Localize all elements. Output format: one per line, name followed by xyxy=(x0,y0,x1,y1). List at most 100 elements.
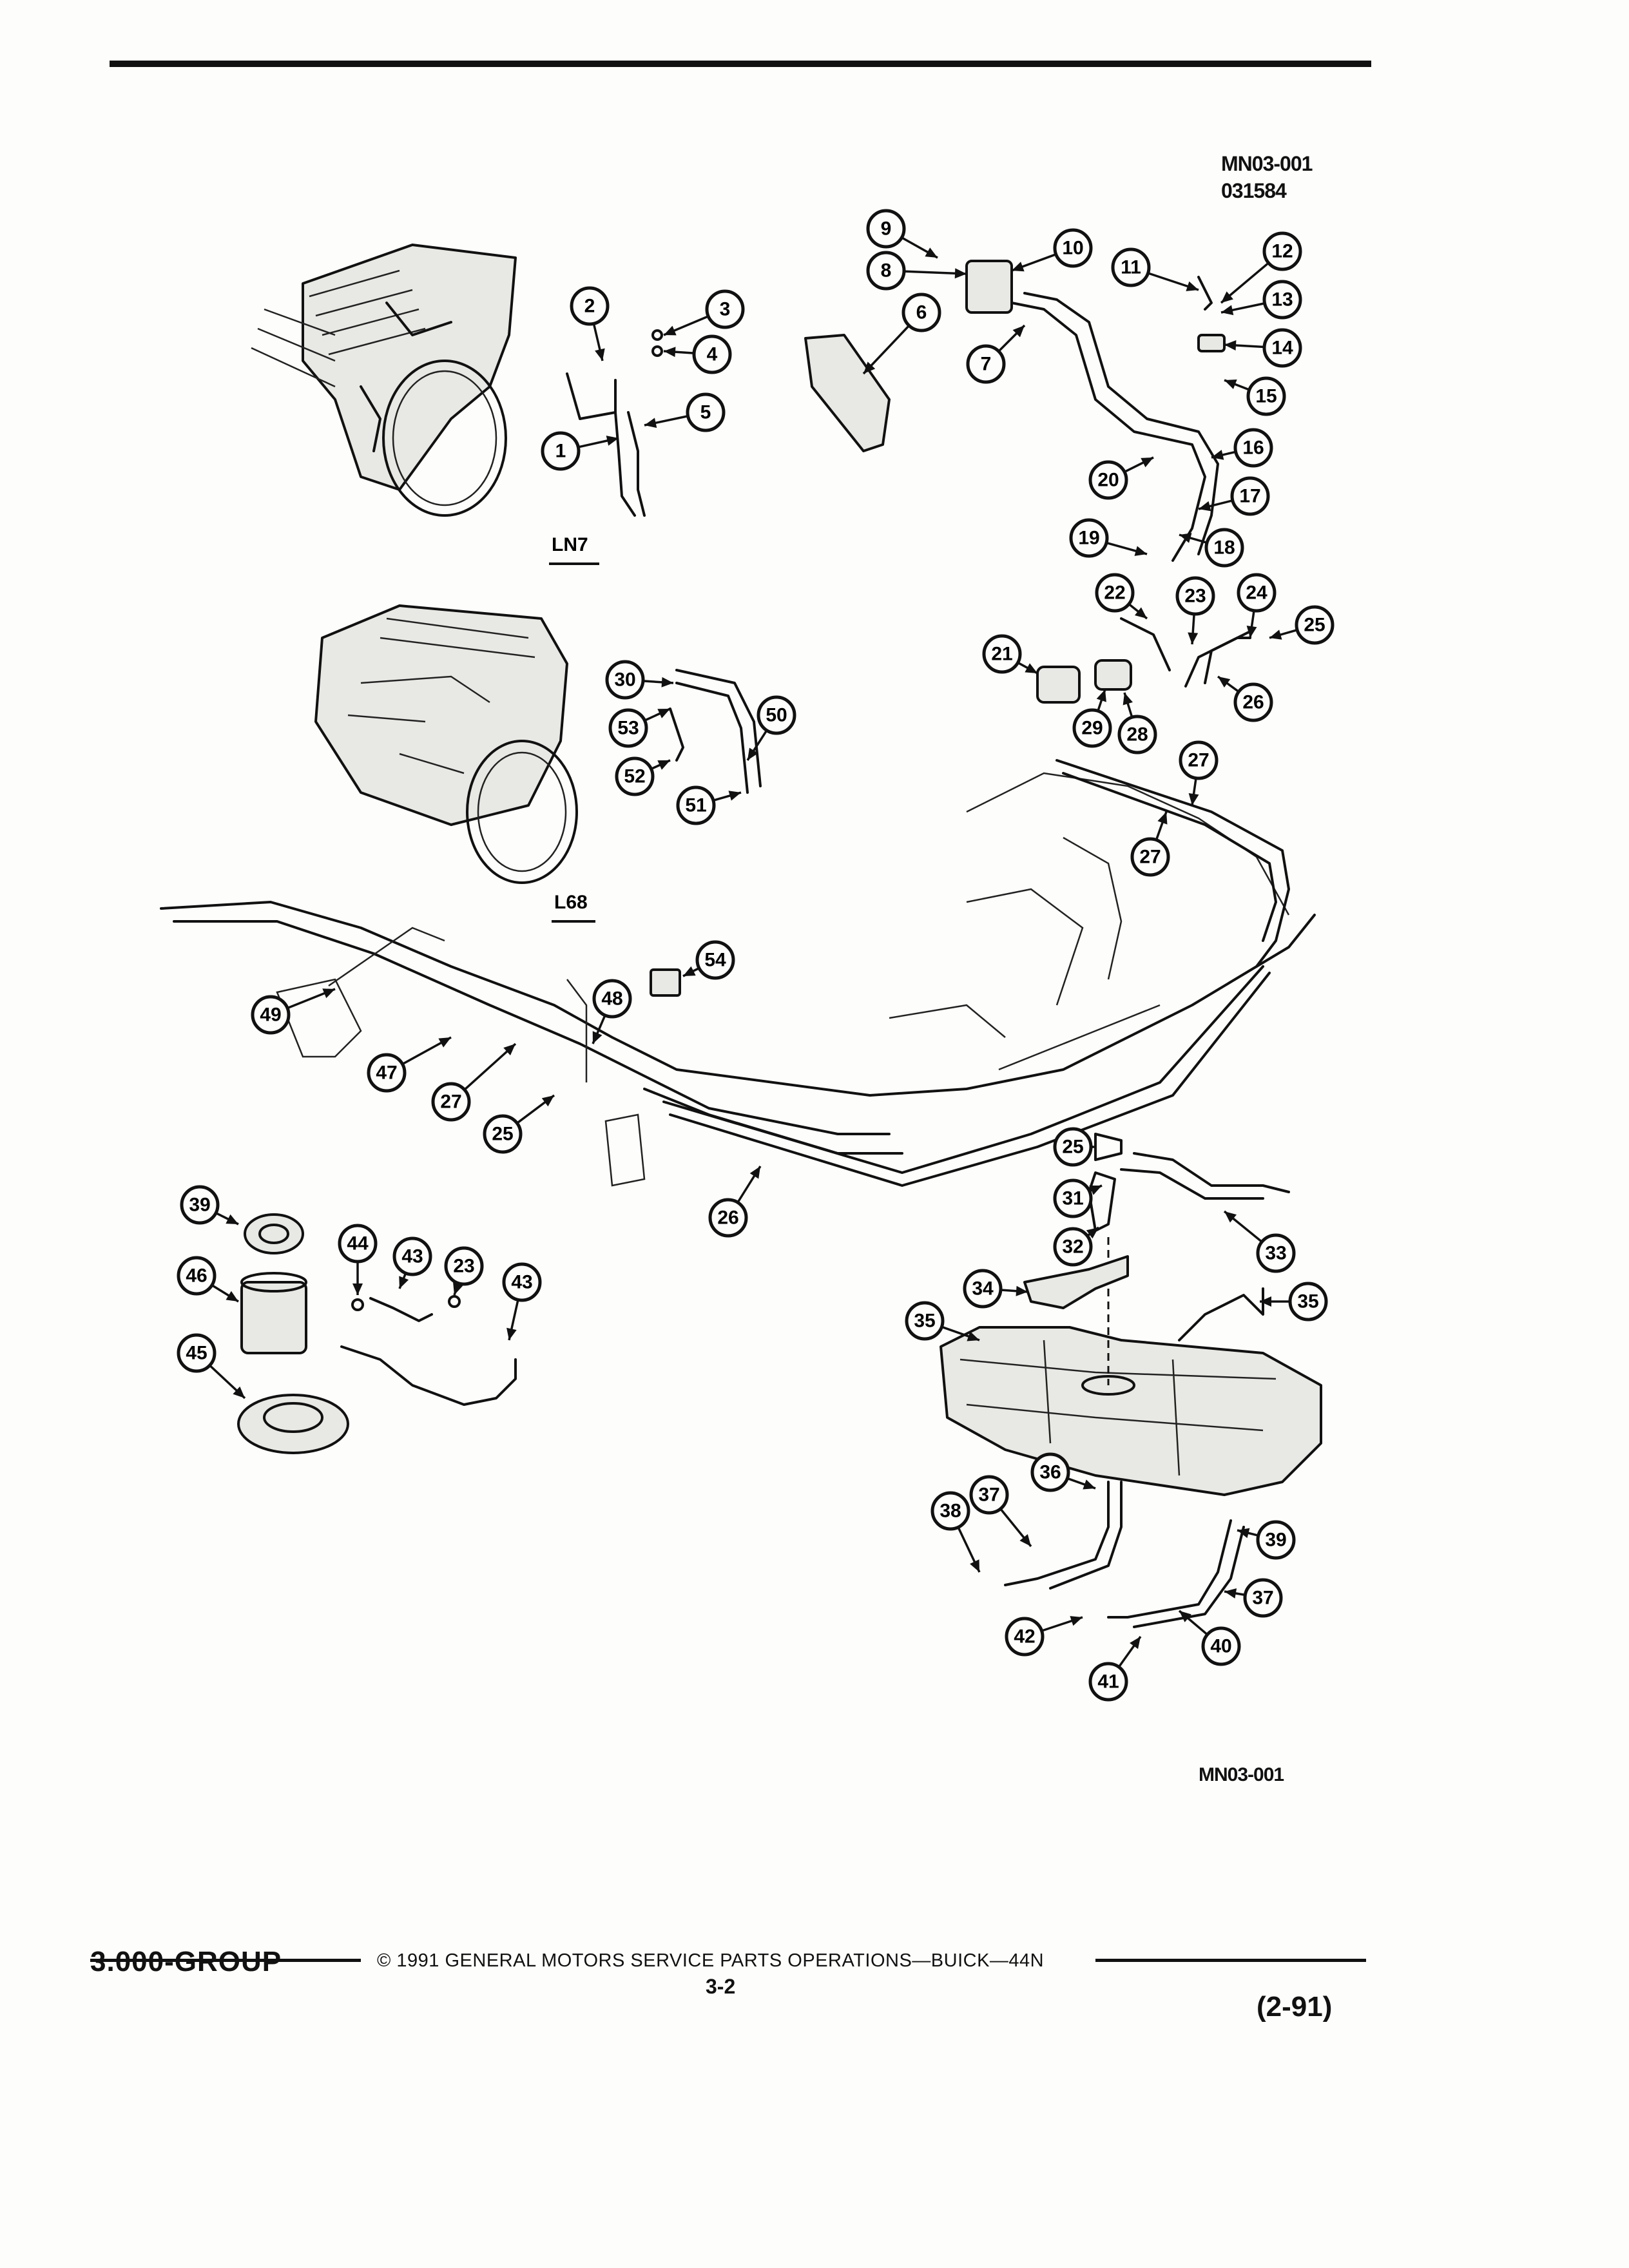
callout-45: 45 xyxy=(177,1333,246,1399)
callout-number: 36 xyxy=(1039,1462,1061,1483)
callout-number: 53 xyxy=(617,718,639,739)
callout-circle xyxy=(1053,1178,1093,1218)
callout-number: 12 xyxy=(1271,241,1293,262)
callout-number: 27 xyxy=(440,1091,461,1113)
callout-number: 1 xyxy=(555,441,566,462)
callout-15: 15 xyxy=(1224,376,1286,416)
callout-38: 38 xyxy=(930,1491,981,1573)
callout-37: 37 xyxy=(1224,1578,1283,1618)
callout-circle xyxy=(570,286,610,326)
callout-37: 37 xyxy=(969,1475,1032,1548)
callout-arrowhead xyxy=(1188,793,1199,805)
callout-10: 10 xyxy=(1011,228,1093,272)
callout-number: 24 xyxy=(1246,582,1268,604)
callout-number: 35 xyxy=(1297,1291,1318,1312)
callout-5: 5 xyxy=(644,392,726,432)
callout-circle xyxy=(367,1053,407,1093)
callout-number: 21 xyxy=(991,644,1012,665)
callout-circle xyxy=(1072,708,1112,748)
callout-circle xyxy=(1053,228,1093,268)
callout-arrowhead xyxy=(1246,626,1257,638)
callout-circle xyxy=(1230,476,1270,516)
callout-27: 27 xyxy=(1179,740,1219,806)
callout-number: 16 xyxy=(1242,437,1264,459)
callout-circle xyxy=(708,1198,748,1238)
callout-circle xyxy=(1095,573,1135,613)
callout-arrowhead xyxy=(1019,1533,1031,1546)
callout-25: 25 xyxy=(483,1094,555,1154)
callout-40: 40 xyxy=(1178,1610,1241,1666)
callout-34: 34 xyxy=(963,1269,1028,1309)
callout-42: 42 xyxy=(1005,1616,1083,1657)
callout-arrowhead xyxy=(1221,291,1233,303)
footer-rule-right xyxy=(1095,1959,1366,1962)
callout-arrowhead xyxy=(1221,305,1234,316)
callout-number: 11 xyxy=(1121,257,1141,278)
callout-number: 42 xyxy=(1014,1626,1035,1648)
callout-4: 4 xyxy=(663,334,732,374)
callout-number: 32 xyxy=(1062,1236,1083,1258)
callout-8: 8 xyxy=(866,251,967,291)
callout-circle xyxy=(1111,247,1151,287)
callout-arrowhead xyxy=(1218,677,1231,688)
callout-circle xyxy=(866,209,906,249)
callout-arrowhead xyxy=(226,1214,238,1224)
callout-circle xyxy=(444,1246,484,1286)
callout-arrowhead xyxy=(1269,629,1282,640)
callout-35: 35 xyxy=(905,1301,980,1341)
callout-25: 25 xyxy=(1269,605,1335,645)
callout-44: 44 xyxy=(338,1224,378,1295)
callout-9: 9 xyxy=(866,209,938,259)
callout-arrowhead xyxy=(1179,533,1192,543)
callout-circle xyxy=(1262,328,1302,368)
callout-circle xyxy=(1204,528,1244,568)
callout-number: 49 xyxy=(260,1004,281,1026)
callout-number: 41 xyxy=(1097,1671,1119,1693)
callout-number: 38 xyxy=(940,1501,961,1522)
callout-circle xyxy=(608,708,648,748)
callout-arrowhead xyxy=(661,677,673,687)
callout-arrowhead xyxy=(1141,457,1153,468)
callout-circle xyxy=(392,1236,432,1276)
callout-14: 14 xyxy=(1224,328,1302,368)
callout-number: 33 xyxy=(1265,1243,1286,1264)
callout-arrowhead xyxy=(1012,262,1025,272)
callout-arrowhead xyxy=(863,361,876,374)
callout-number: 46 xyxy=(186,1265,207,1287)
callout-41: 41 xyxy=(1088,1635,1142,1702)
callout-number: 37 xyxy=(978,1485,999,1506)
callout-circle xyxy=(1179,740,1219,780)
callout-arrowhead xyxy=(749,1166,760,1179)
figure-number-top: 031584 xyxy=(1221,179,1287,202)
callout-number: 43 xyxy=(511,1272,532,1293)
callout-arrowhead xyxy=(352,1283,363,1295)
callout-circle xyxy=(615,756,655,796)
callout-circle xyxy=(1030,1452,1070,1492)
callout-number: 13 xyxy=(1271,289,1293,311)
callout-circle xyxy=(969,1475,1009,1515)
callout-circle xyxy=(901,293,941,332)
engine-label-l68: L68 xyxy=(554,892,588,913)
callout-circle xyxy=(1053,1227,1093,1267)
callout-53: 53 xyxy=(608,707,671,748)
callout-circle xyxy=(676,785,716,825)
callout-arrowhead xyxy=(683,966,696,976)
callout-number: 19 xyxy=(1078,528,1099,549)
callout-arrowhead xyxy=(657,709,670,718)
callout-arrowhead xyxy=(1016,1285,1028,1296)
callout-3: 3 xyxy=(663,289,745,336)
callout-number: 14 xyxy=(1271,338,1293,359)
callout-27: 27 xyxy=(431,1043,517,1122)
callout-number: 6 xyxy=(916,302,927,323)
callout-arrowhead xyxy=(1211,450,1224,460)
callout-arrowhead xyxy=(1083,1479,1095,1490)
callout-number: 17 xyxy=(1239,486,1260,507)
callout-circle xyxy=(1201,1626,1241,1666)
callout-circle xyxy=(1069,518,1109,558)
callout-35: 35 xyxy=(1260,1282,1328,1321)
callout-circle xyxy=(431,1082,471,1122)
callout-number: 22 xyxy=(1104,582,1125,604)
callout-49: 49 xyxy=(251,988,336,1035)
callout-arrowhead xyxy=(1025,663,1037,673)
callout-30: 30 xyxy=(605,660,674,700)
